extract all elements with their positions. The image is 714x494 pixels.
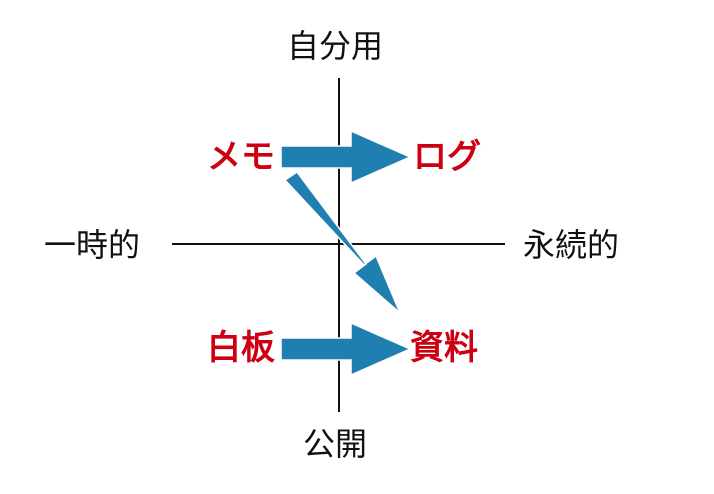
arrow-memo-to-log <box>280 129 412 185</box>
node-whiteboard: 白板 <box>207 328 275 368</box>
node-material: 資料 <box>410 328 478 368</box>
arrow-memo-to-material <box>283 170 401 314</box>
axis-label-bottom: 公開 <box>303 425 368 463</box>
node-memo: メモ <box>207 137 275 177</box>
axis-label-left: 一時的 <box>44 226 141 264</box>
arrow-whiteboard-to-material <box>280 321 412 377</box>
axis-label-top: 自分用 <box>287 27 384 65</box>
axis-label-right: 永続的 <box>523 226 620 264</box>
node-log: ログ <box>413 137 481 177</box>
